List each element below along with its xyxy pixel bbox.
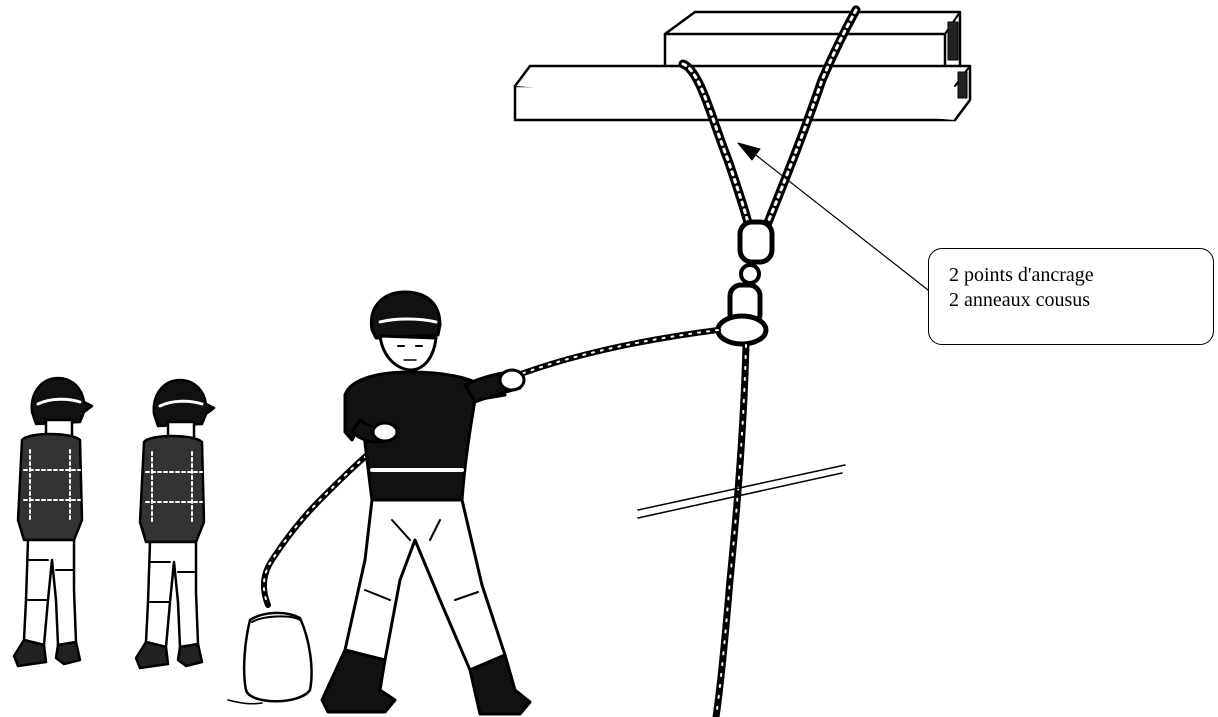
helmet (154, 380, 214, 426)
helmet (371, 292, 440, 338)
boots (136, 642, 202, 668)
hand-back (373, 423, 397, 441)
callout-line-sewn-rings: 2 anneaux cousus (949, 288, 1213, 313)
legs (146, 542, 198, 647)
legs (24, 540, 76, 645)
firefighter-standing-2 (136, 380, 214, 668)
hand-forward (500, 370, 524, 390)
trousers (345, 500, 505, 670)
boot-left (322, 650, 395, 712)
anchor-beams (515, 12, 970, 120)
front-beam (515, 66, 970, 120)
boots (14, 640, 80, 666)
anchor-callout-box: 2 points d'ancrage 2 anneaux cousus (928, 248, 1214, 345)
rope-bag (228, 613, 312, 704)
hauled-rope (264, 330, 718, 605)
helmet (32, 378, 92, 424)
descender-ring (718, 316, 766, 344)
firefighter-hauling-rope (322, 292, 530, 714)
firefighter-standing-1 (14, 378, 92, 666)
jacket (18, 434, 82, 540)
jacket (140, 436, 204, 542)
callout-line-anchor-points: 2 points d'ancrage (949, 263, 1213, 288)
carabiner-hardware (718, 222, 772, 344)
hanging-rope (716, 345, 746, 717)
face (380, 336, 436, 370)
